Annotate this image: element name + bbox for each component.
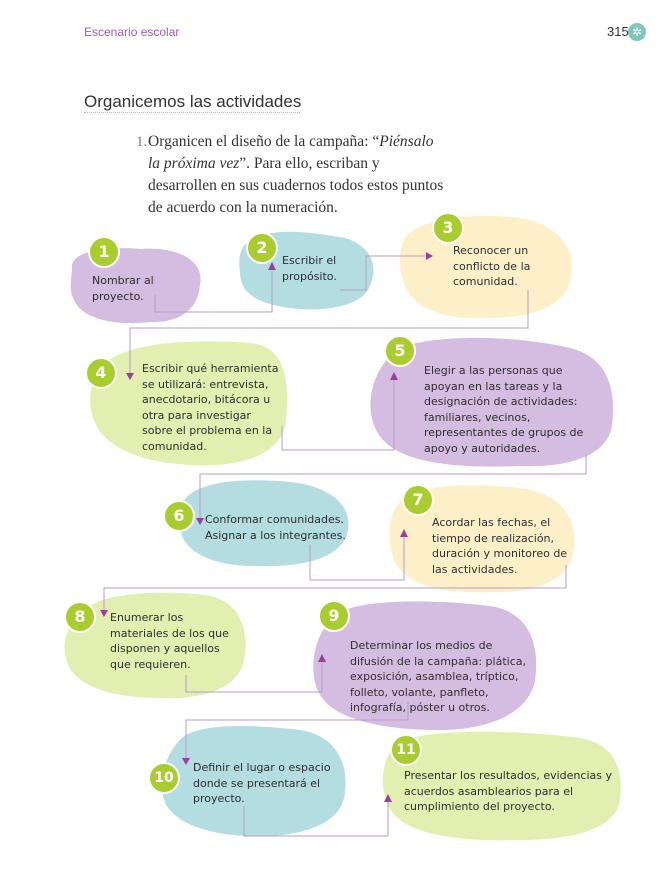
step-2-badge: 2	[246, 232, 278, 264]
campaign-name: Piénsalo la próxima vez	[148, 133, 434, 172]
connector-8-9	[185, 660, 323, 693]
connector-7-8	[103, 565, 567, 612]
step-5-badge: 5	[384, 335, 416, 367]
step-1-badge: 1	[88, 236, 120, 268]
arrowhead-6	[196, 518, 204, 525]
connector-6-7	[309, 535, 405, 581]
step-3-badge: 3	[432, 212, 464, 244]
step-10-text: Definir el lugar o espacio donde se pres…	[193, 761, 331, 805]
step-8-text: Enumerar los materiales de los que dispo…	[110, 611, 229, 671]
connector-10-11	[243, 800, 389, 837]
step-10-blob	[162, 726, 346, 837]
step-7-blob	[389, 485, 575, 593]
connector-9-10	[185, 702, 409, 760]
step-11-text: Presentar los resultados, evidencias y a…	[404, 769, 612, 813]
step-10-badge: 10	[148, 762, 180, 794]
connector-2-3	[340, 255, 428, 291]
step-5-blob	[370, 337, 614, 467]
arrowhead-3	[426, 252, 433, 260]
step-8-blob	[64, 592, 246, 699]
section-divider	[84, 112, 300, 113]
instruction-text-before: Organicen el diseño de la campaña: “	[148, 133, 380, 150]
connector-1-2	[154, 270, 273, 313]
step-11-badge: 11	[390, 734, 422, 766]
step-7-text: Acordar las fechas, el tiempo de realiza…	[432, 516, 568, 576]
step-8-badge: 8	[64, 601, 96, 633]
step-4-blob	[90, 341, 288, 466]
arrowhead-2	[268, 262, 276, 270]
step-2-text: Escribir el propósito.	[282, 254, 337, 283]
arrowhead-11	[384, 794, 392, 802]
arrowhead-7	[400, 529, 408, 537]
step-11-blob	[382, 731, 621, 841]
step-4-badge: 4	[85, 357, 117, 389]
step-3-text: Reconocer un conflicto de la comunidad.	[453, 244, 531, 288]
connector-5-6	[199, 455, 587, 520]
step-9-badge: 9	[318, 600, 350, 632]
step-4-text: Escribir qué herramienta se utilizará: e…	[142, 362, 279, 453]
step-9-text: Determinar los medios de difusión de la …	[350, 639, 526, 714]
connector-4-5	[281, 378, 395, 451]
gear-icon: ✲	[628, 23, 646, 41]
page-number: 315	[607, 24, 629, 39]
step-6-blob	[179, 480, 349, 567]
connector-3-4	[129, 290, 529, 375]
step-9-blob	[313, 601, 537, 730]
instruction-text-after: ”. Para ello, escriban y desarrollen en …	[148, 155, 444, 216]
step-7-badge: 7	[402, 484, 434, 516]
running-header: Escenario escolar	[84, 25, 180, 39]
arrowhead-9	[318, 654, 326, 662]
step-6-text: Conformar comunidades. Asignar a los int…	[205, 513, 346, 542]
step-5-text: Elegir a las personas que apoyan en las …	[424, 364, 584, 455]
instruction-number: 1.	[136, 134, 148, 150]
arrowhead-10	[182, 758, 190, 765]
arrowhead-5	[390, 372, 398, 380]
section-title: Organicemos las actividades	[84, 92, 302, 111]
arrowhead-4	[126, 373, 134, 380]
instruction-text: Organicen el diseño de la campaña: “Pién…	[148, 131, 448, 219]
step-6-badge: 6	[163, 500, 195, 532]
arrowhead-8	[100, 610, 108, 617]
step-1-text: Nombrar al proyecto.	[92, 274, 154, 303]
